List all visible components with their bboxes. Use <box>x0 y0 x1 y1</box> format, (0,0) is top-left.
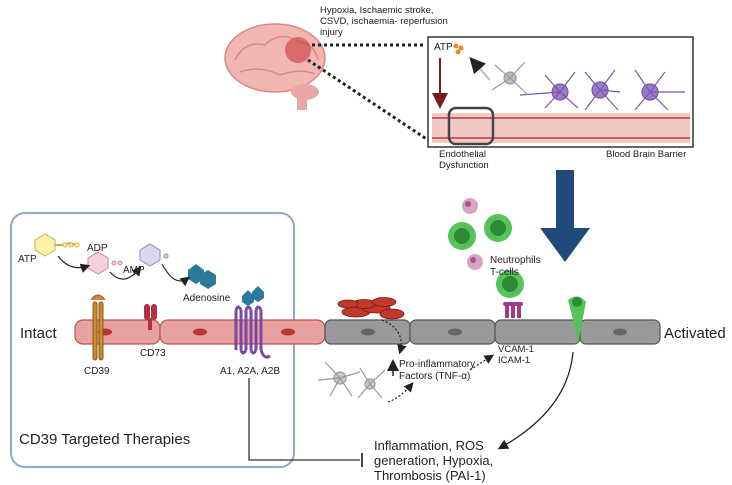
dotted-arrow <box>469 354 495 371</box>
dotted-arrow <box>387 382 414 403</box>
activated-cell <box>494 319 581 345</box>
therapy-title: CD39 Targeted Therapies <box>19 431 190 448</box>
vcam-receptor <box>503 302 523 318</box>
atp-label: ATP <box>18 254 37 265</box>
outcome-arrow <box>497 351 574 450</box>
bbb-label: Blood Brain Barrier <box>606 149 686 160</box>
neutrophils-label: Neutrophils T-cells <box>490 255 543 278</box>
dotted-arrow <box>381 319 407 355</box>
pro-inflammatory-label: Pro-inflammatory Factors (TNF-α) <box>399 359 478 382</box>
bbb-inset <box>427 36 694 148</box>
dysfunction-highlight <box>447 106 495 146</box>
adenosine-receptor <box>234 286 271 359</box>
top-caption: Hypoxia, Ischaemic stroke, CSVD, ischaem… <box>320 5 450 38</box>
receptor-label: A1, A2A, A2B <box>220 366 280 377</box>
inset-atp-label: ATP <box>434 42 453 53</box>
adp-label: ADP <box>87 243 108 254</box>
cd73-enzyme <box>144 304 157 330</box>
amp-label: AMP <box>123 265 145 276</box>
cd39-label: CD39 <box>84 366 110 377</box>
lesion-icon <box>285 37 311 63</box>
adhesion-label: VCAM-1 ICAM-1 <box>498 344 537 366</box>
big-down-arrow <box>540 170 590 262</box>
platelet-cluster <box>337 297 405 320</box>
dotted-connector <box>307 58 429 142</box>
adenosine-label: Adenosine <box>183 293 231 304</box>
nucleotide-cascade <box>34 233 216 289</box>
intact-label: Intact <box>20 325 58 342</box>
microglia-cells <box>317 361 386 399</box>
cd73-label: CD73 <box>140 348 166 359</box>
activated-label: Activated <box>664 325 726 342</box>
outcome-label: Inflammation, ROS generation, Hypoxia, T… <box>374 438 497 483</box>
brain-illustration <box>224 23 326 110</box>
cd39-enzyme <box>90 294 106 361</box>
endothelial-layer <box>74 319 661 345</box>
immune-cells <box>448 198 586 344</box>
inhibition-line <box>248 378 360 461</box>
endothelial-label: Endothelial Dysfunction <box>439 149 489 171</box>
